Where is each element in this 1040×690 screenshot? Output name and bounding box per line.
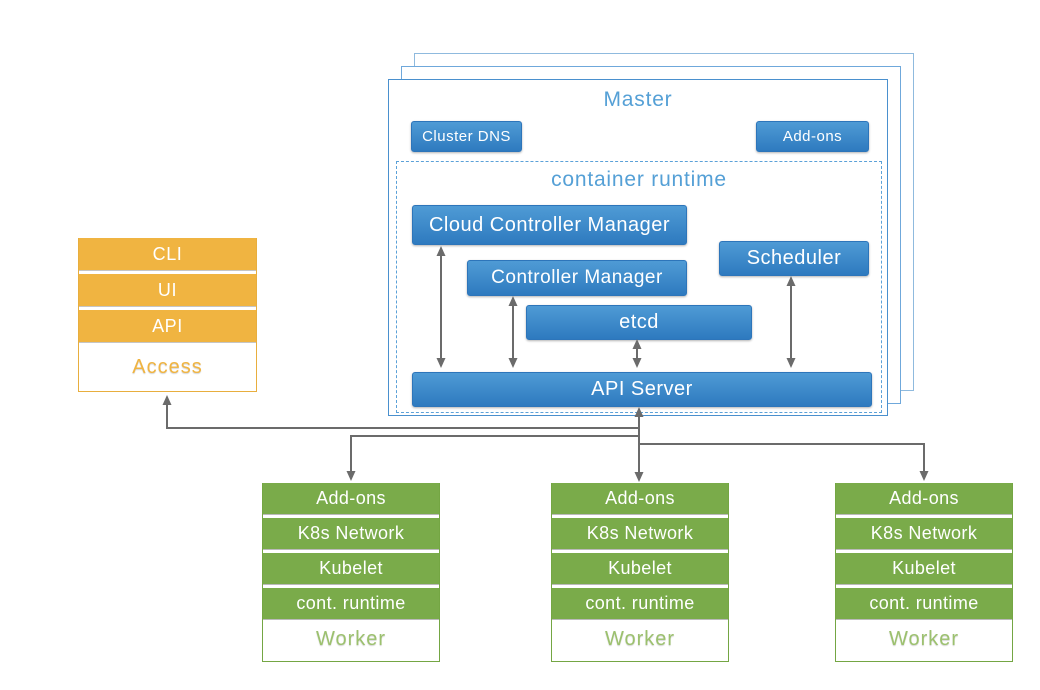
master-title: Master — [603, 88, 673, 111]
controller-manager-box: Controller Manager — [467, 260, 687, 296]
container-runtime-group: container runtime Cloud Controller Manag… — [396, 161, 882, 413]
arrow-apiserver-worker1 — [346, 435, 639, 481]
cluster-dns-box: Cluster DNS — [411, 121, 522, 152]
access-item-ui: UI — [79, 274, 256, 306]
worker1-k8s-network: K8s Network — [263, 518, 439, 549]
worker1-addons: Add-ons — [263, 483, 439, 514]
worker1-cont-runtime: cont. runtime — [263, 588, 439, 619]
master-addons-box: Add-ons — [756, 121, 869, 152]
worker-node-1: Add-ons K8s Network Kubelet cont. runtim… — [262, 483, 440, 662]
worker1-title: Worker — [315, 628, 387, 650]
access-item-api: API — [79, 310, 256, 342]
worker3-title: Worker — [888, 628, 960, 650]
worker3-kubelet: Kubelet — [836, 553, 1012, 584]
access-title: Access — [132, 356, 203, 378]
arrow-apiserver-worker3 — [639, 443, 929, 481]
container-runtime-title: container runtime — [551, 168, 727, 191]
access-item-cli: CLI — [79, 238, 256, 270]
worker3-cont-runtime: cont. runtime — [836, 588, 1012, 619]
worker3-k8s-network: K8s Network — [836, 518, 1012, 549]
access-node: CLI UI API Access — [78, 238, 257, 392]
master-node: Master Cluster DNS Add-ons container run… — [388, 79, 888, 416]
worker2-title: Worker — [604, 628, 676, 650]
etcd-box: etcd — [526, 305, 752, 340]
worker1-kubelet: Kubelet — [263, 553, 439, 584]
scheduler-box: Scheduler — [719, 241, 869, 276]
worker2-kubelet: Kubelet — [552, 553, 728, 584]
worker3-addons: Add-ons — [836, 483, 1012, 514]
worker2-addons: Add-ons — [552, 483, 728, 514]
api-server-box: API Server — [412, 372, 872, 407]
cloud-controller-manager-box: Cloud Controller Manager — [412, 205, 687, 245]
worker2-k8s-network: K8s Network — [552, 518, 728, 549]
worker-node-3: Add-ons K8s Network Kubelet cont. runtim… — [835, 483, 1013, 662]
worker2-cont-runtime: cont. runtime — [552, 588, 728, 619]
worker-node-2: Add-ons K8s Network Kubelet cont. runtim… — [551, 483, 729, 662]
arrow-apiserver-worker2 — [634, 407, 644, 482]
